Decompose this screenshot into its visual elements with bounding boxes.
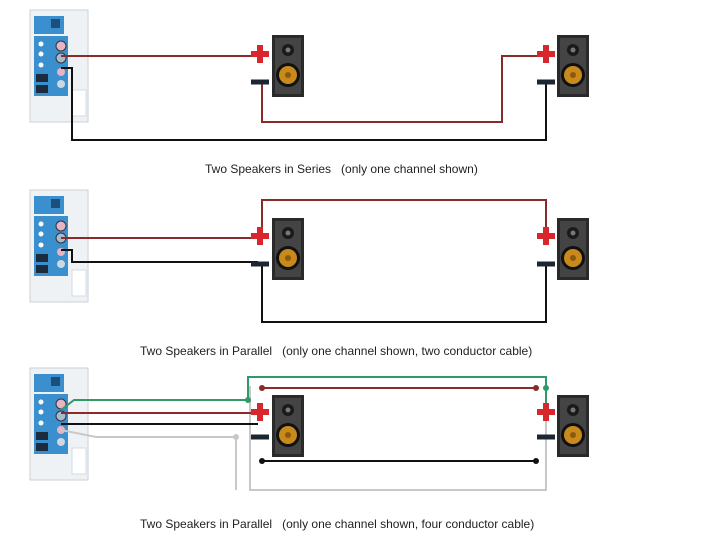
amplifier-icon <box>29 9 89 123</box>
minus-terminal-icon <box>251 261 269 267</box>
minus-terminal-icon <box>537 79 555 85</box>
green-wire <box>60 376 547 411</box>
gray-wire <box>60 429 237 490</box>
plus-terminal-icon <box>251 227 269 245</box>
plus-terminal-icon <box>251 45 269 63</box>
parallel-four-section <box>29 367 589 491</box>
speaker-icon <box>272 218 304 280</box>
negative-jumper-wire <box>261 266 547 323</box>
plus-terminal-icon <box>251 403 269 421</box>
plus-terminal-icon <box>537 227 555 245</box>
speaker-icon <box>557 35 589 97</box>
series-section <box>29 9 589 141</box>
plus-terminal-icon <box>537 45 555 63</box>
minus-terminal-icon <box>251 79 269 85</box>
speaker-icon <box>272 395 304 457</box>
minus-terminal-icon <box>251 434 269 440</box>
speaker-icon <box>272 35 304 97</box>
positive-jumper-wire <box>261 199 547 228</box>
amplifier-icon <box>29 189 89 303</box>
parallel-two-caption: Two Speakers in Parallel (only one chann… <box>140 344 533 358</box>
parallel-two-section <box>29 189 589 323</box>
negative-wire <box>61 67 547 141</box>
negative-wire <box>61 249 258 263</box>
minus-terminal-icon <box>537 261 555 267</box>
plus-terminal-icon <box>537 403 555 421</box>
series-caption: Two Speakers in Series (only one channel… <box>205 162 478 176</box>
speaker-icon <box>557 218 589 280</box>
speaker-icon <box>557 395 589 457</box>
speaker-link-wire <box>261 55 545 123</box>
minus-terminal-icon <box>537 434 555 440</box>
parallel-four-caption: Two Speakers in Parallel (only one chann… <box>140 517 535 531</box>
